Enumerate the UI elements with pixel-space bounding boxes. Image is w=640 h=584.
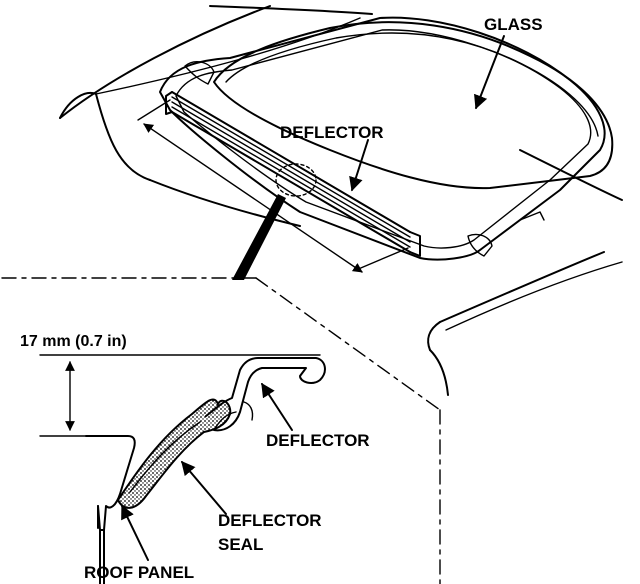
deflector-section [205,357,326,432]
glass-label: GLASS [484,15,543,34]
deflector-seal-label-line2: SEAL [218,535,263,554]
roof-panel-label: ROOF PANEL [84,563,194,582]
dimension-label: 17 mm (0.7 in) [20,333,127,350]
roof-panel-section [85,435,136,584]
leader-lines [121,35,505,561]
deflector-label-detail: DEFLECTOR [266,431,370,450]
deflector-strip [165,91,421,257]
deflector-label-top: DEFLECTOR [280,123,384,142]
section-boundary [1,277,441,584]
width-dimension [137,99,409,273]
deflector-seal-section [116,398,232,509]
detail-callout [232,163,317,280]
roof-outline [59,5,623,396]
deflector-seal-label-line1: DEFLECTOR [218,511,322,530]
